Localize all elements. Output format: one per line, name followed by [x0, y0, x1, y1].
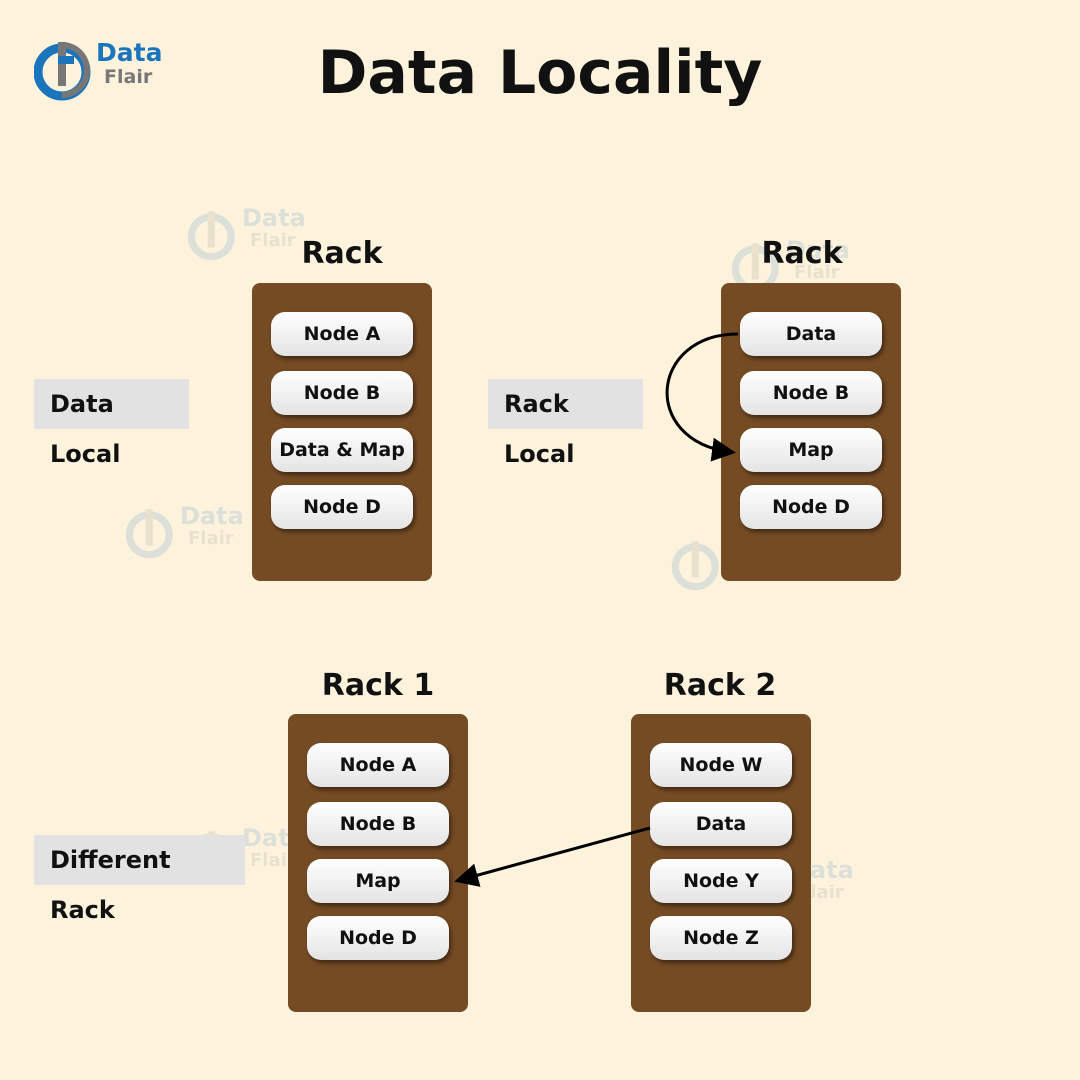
watermark-icon	[671, 541, 719, 591]
watermark-icon	[125, 509, 173, 559]
node-z: Node Z	[650, 916, 792, 960]
node-data-and-map: Data & Map	[271, 428, 413, 472]
node-map: Map	[307, 859, 449, 903]
logo-text-data: Data	[96, 38, 163, 67]
rack-title-rack-1: Rack 1	[321, 668, 435, 703]
rack-rack-local: Data Node B Map Node D	[721, 283, 901, 581]
label-rack-local: Rack Local	[488, 379, 643, 468]
label-data-local: Data Local	[34, 379, 189, 468]
node-a: Node A	[271, 312, 413, 356]
dataflair-logo: Data Flair	[34, 36, 174, 106]
rack-title-data-local: Rack	[301, 236, 383, 271]
node-map: Map	[740, 428, 882, 472]
node-b: Node B	[307, 802, 449, 846]
rack-data-local: Node A Node B Data & Map Node D	[252, 283, 432, 581]
node-d: Node D	[271, 485, 413, 529]
dataflair-logo-icon	[34, 42, 91, 101]
rack-title-rack-2: Rack 2	[663, 668, 777, 703]
page-title: Data Locality	[317, 38, 763, 108]
node-b: Node B	[271, 371, 413, 415]
node-b: Node B	[740, 371, 882, 415]
rack-1: Node A Node B Map Node D	[288, 714, 468, 1012]
rack-title-rack-local: Rack	[761, 236, 843, 271]
node-a: Node A	[307, 743, 449, 787]
logo-text-flair: Flair	[104, 66, 153, 88]
arrow-rack2-data-to-rack1-map	[454, 826, 651, 887]
node-data: Data	[650, 802, 792, 846]
node-d: Node D	[307, 916, 449, 960]
label-different-rack: Different Rack	[34, 835, 245, 924]
watermark-icon	[187, 211, 235, 261]
node-data: Data	[740, 312, 882, 356]
rack-2: Node W Data Node Y Node Z	[631, 714, 811, 1012]
node-w: Node W	[650, 743, 792, 787]
node-y: Node Y	[650, 859, 792, 903]
node-d: Node D	[740, 485, 882, 529]
